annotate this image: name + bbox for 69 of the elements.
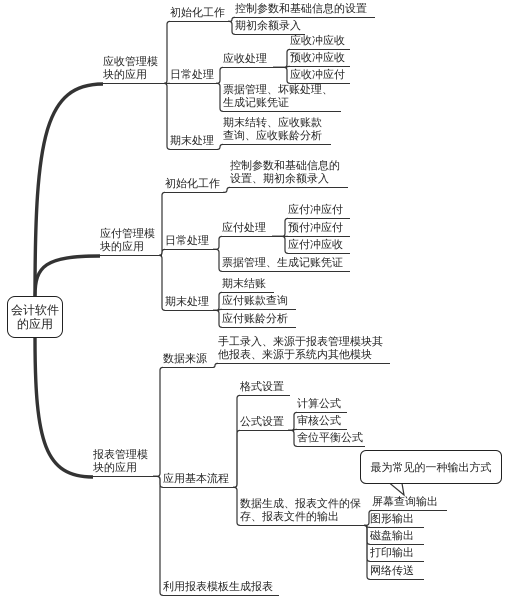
topic-label: 期末处理: [170, 134, 218, 150]
connector-line: [213, 310, 222, 328]
connector-line: [365, 510, 372, 526]
connector-line: [163, 20, 170, 84]
topic-label: 应付管理模块的应用: [100, 227, 162, 256]
topic-label: 初始化工作: [170, 6, 228, 22]
connector-line: [212, 362, 218, 368]
topic-label: 利用报表模板生成报表: [163, 580, 279, 596]
topic-label: 期末结转、应收账款查询、应收账龄分析: [223, 116, 331, 145]
connector-line: [153, 476, 164, 596]
topic-label: 公式设置: [240, 415, 288, 431]
connector-line: [213, 248, 222, 272]
topic-label: 日常处理: [165, 234, 213, 250]
connector-line: [223, 186, 230, 193]
topic-label: 应用基本流程: [163, 472, 233, 488]
topic-label: 应付冲应付: [288, 203, 350, 219]
connector-line: [158, 248, 166, 256]
connector-line: [365, 524, 370, 528]
root-box: 会计软件的应用: [7, 296, 63, 338]
topic-label: 数据来源: [163, 352, 213, 368]
topic-label: 应付账龄分析: [222, 312, 296, 328]
topic-label: 磁盘输出: [370, 529, 424, 545]
topic-label: 期末处理: [165, 295, 213, 311]
topic-label: 票据管理、坏账处理、生成记账凭证: [223, 83, 341, 112]
topic-label: 报表管理模块的应用: [93, 448, 153, 477]
topic-label: 控制参数和基础信息的设置: [235, 2, 375, 18]
connector-line: [228, 20, 236, 35]
connector-line: [233, 486, 240, 526]
callout-pointer: [389, 482, 405, 496]
connector-line: [272, 236, 288, 254]
topic-label: 应收管理模块的应用: [103, 55, 165, 84]
topic-label: 控制参数和基础信息的设置、期初余额录入: [230, 159, 348, 188]
connector-line: [363, 524, 370, 580]
topic-label: 应收冲应收: [290, 34, 350, 50]
connector-line: [216, 66, 224, 84]
topic-label: 屏幕查询输出: [372, 495, 447, 511]
topic-label: 舍位平衡公式: [297, 431, 365, 447]
topic-label: 应收冲应付: [290, 68, 350, 84]
topic-label: 数据生成、报表文件的保存、报表文件的输出: [240, 497, 366, 526]
connector-line: [216, 144, 224, 150]
topic-label: 期末结账: [222, 277, 274, 293]
topic-label: 应付账款查询: [222, 294, 296, 310]
connector-line: [163, 82, 170, 150]
topic-label: 票据管理、生成记账凭证: [222, 256, 350, 272]
topic-label: 手工录入、来源于报表管理模块其他报表、来源于系统内其他模块: [218, 335, 390, 364]
topic-label: 初始化工作: [165, 177, 223, 193]
topic-label: 预收冲应收: [290, 51, 350, 67]
topic-label: 预付冲应付: [288, 221, 350, 237]
connector-line: [273, 66, 290, 84]
topic-label: 审核公式: [297, 414, 347, 430]
callout-box: 最为常见的一种输出方式: [360, 450, 502, 484]
connector-line: [165, 82, 170, 84]
topic-label: 打印输出: [370, 546, 424, 562]
connector-line: [216, 82, 224, 112]
connector-line: [228, 16, 236, 22]
connector-line: [288, 430, 298, 447]
connector-line: [233, 430, 240, 488]
topic-label: 期初余额录入: [235, 19, 305, 35]
topic-label: 图形输出: [370, 512, 424, 528]
topic-label: 日常处理: [170, 68, 216, 84]
topic-label: 应付冲应收: [288, 238, 350, 254]
topic-label: 格式设置: [240, 380, 290, 396]
topic-label: 应付处理: [222, 221, 272, 237]
topic-label: 计算公式: [297, 397, 347, 413]
connector-line: [158, 254, 166, 311]
connector-line: [33, 254, 100, 296]
topic-label: 应收处理: [223, 52, 273, 68]
connector-line: [33, 338, 94, 479]
topic-label: 网络传送: [370, 564, 424, 580]
